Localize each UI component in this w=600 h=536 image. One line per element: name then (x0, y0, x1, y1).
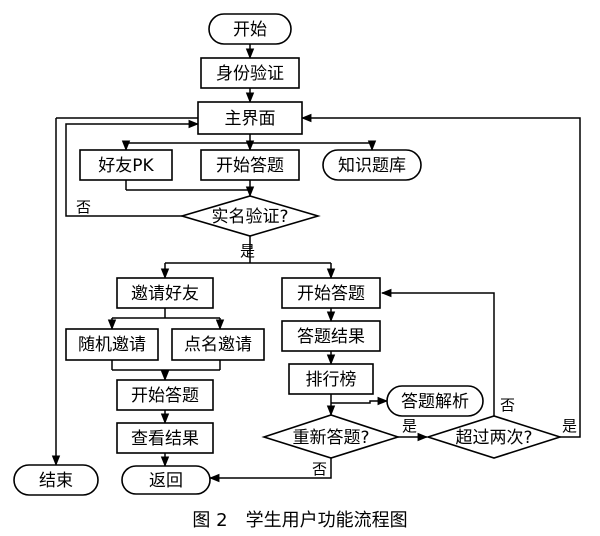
edge-overtwice-yes (300, 113, 581, 438)
node-realname-verify-label: 实名验证? (211, 207, 288, 227)
node-start-quiz-left: 开始答题 (116, 379, 214, 411)
node-start-label: 开始 (233, 20, 267, 40)
node-knowledge-bank-label: 知识题库 (338, 156, 406, 176)
node-named-invite-label: 点名邀请 (184, 335, 252, 355)
node-identity-verify-label: 身份验证 (216, 64, 284, 84)
node-view-results: 查看结果 (116, 422, 214, 454)
edge-retry-no (208, 458, 332, 483)
node-ranking-label: 排行榜 (306, 370, 357, 390)
node-main-screen-label: 主界面 (225, 109, 276, 129)
node-quiz-results: 答题结果 (281, 320, 381, 352)
node-invite-friend: 邀请好友 (116, 277, 214, 309)
node-return-label: 返回 (149, 471, 183, 491)
node-quiz-results-label: 答题结果 (297, 327, 365, 347)
node-random-invite: 随机邀请 (65, 328, 159, 361)
node-named-invite: 点名邀请 (171, 328, 265, 361)
node-start-quiz-top-label: 开始答题 (216, 156, 284, 176)
node-end: 结束 (13, 464, 99, 496)
node-return: 返回 (121, 465, 211, 495)
node-identity-verify: 身份验证 (200, 57, 300, 89)
node-start-quiz-right-label: 开始答题 (297, 284, 365, 304)
edge-label-realname-yes: 是 (240, 242, 255, 260)
node-knowledge-bank: 知识题库 (322, 149, 422, 181)
figure-caption: 图 2 学生用户功能流程图 (192, 510, 407, 531)
node-start: 开始 (208, 13, 292, 45)
node-end-label: 结束 (39, 471, 73, 491)
edge-realname-no (65, 119, 200, 217)
node-answer-analysis-label: 答题解析 (401, 392, 469, 412)
edge-label-overtwice-no: 否 (500, 396, 515, 414)
node-start-quiz-top: 开始答题 (200, 149, 300, 181)
node-ranking: 排行榜 (288, 363, 374, 395)
node-retry-quiz-label: 重新答题? (292, 428, 369, 448)
node-start-quiz-right: 开始答题 (281, 277, 381, 309)
edge-label-retry-no: 否 (312, 460, 327, 478)
node-main-screen: 主界面 (197, 101, 303, 135)
node-retry-quiz: 重新答题? (261, 414, 401, 459)
node-friend-pk-label: 好友PK (98, 156, 154, 176)
node-realname-verify: 实名验证? (179, 195, 321, 237)
node-view-results-label: 查看结果 (131, 429, 199, 449)
node-over-twice-label: 超过两次? (455, 428, 532, 448)
edge-label-retry-yes: 是 (402, 417, 417, 435)
node-over-twice: 超过两次? (425, 415, 563, 459)
node-friend-pk: 好友PK (79, 149, 173, 181)
edge-label-overtwice-yes: 是 (562, 417, 577, 435)
edge-overtwice-no (380, 288, 495, 420)
node-invite-friend-label: 邀请好友 (131, 284, 199, 304)
edge-to-analysis (331, 396, 389, 406)
flow-edges (51, 44, 581, 483)
node-start-quiz-left-label: 开始答题 (131, 386, 199, 406)
node-answer-analysis: 答题解析 (386, 385, 484, 417)
edge-label-realname-no: 否 (76, 198, 91, 216)
node-random-invite-label: 随机邀请 (78, 335, 146, 355)
